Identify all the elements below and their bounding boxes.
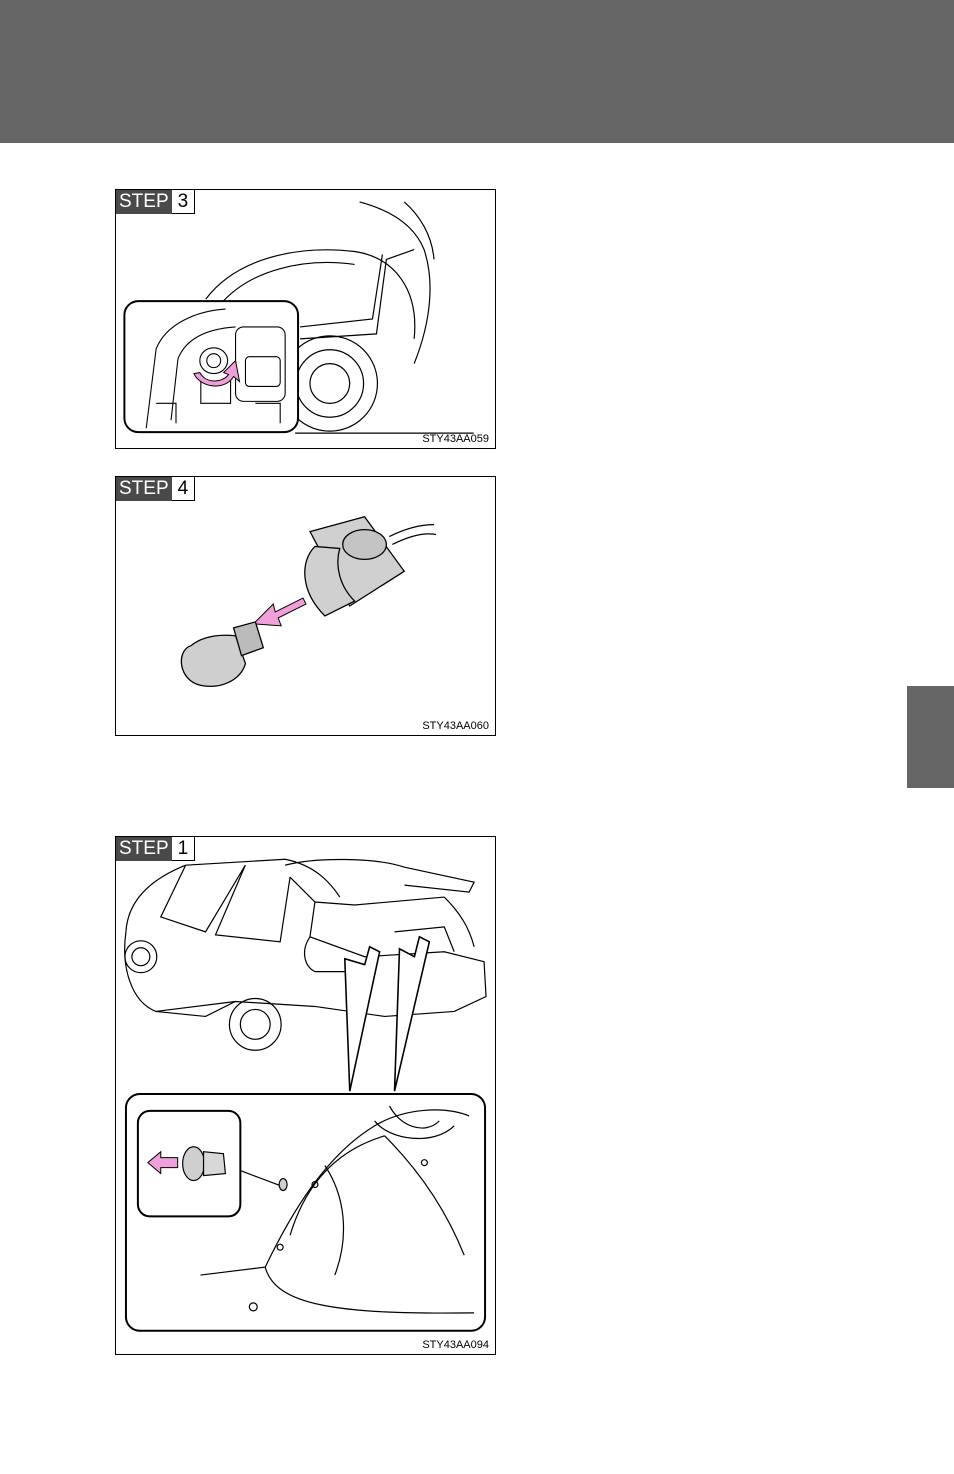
trunk-clip-removal-illustration [116,837,495,1354]
step-label: STEP 3 [116,190,195,214]
figure-step-1: STEP 1 [115,836,496,1355]
step-number: 3 [172,190,196,214]
step-label: STEP 4 [116,477,195,501]
step-number: 1 [172,837,196,861]
page-header-bar [0,0,954,143]
step-word: STEP [116,477,172,501]
figure-code: STY43AA059 [422,433,489,445]
tail-lamp-socket-twist-illustration [116,190,495,448]
figure-step-4: STEP 4 STY43AA060 [115,476,496,736]
figure-code: STY43AA094 [422,1339,489,1351]
step-word: STEP [116,190,172,214]
chapter-side-tab [907,686,954,788]
pull-arrow-icon [253,598,306,626]
step-label: STEP 1 [116,837,195,861]
step-word: STEP [116,837,172,861]
figure-step-3: STEP 3 STY43AA059 [115,189,496,449]
bulb-removal-illustration [116,477,495,735]
step-number: 4 [172,477,196,501]
figure-code: STY43AA060 [422,720,489,732]
